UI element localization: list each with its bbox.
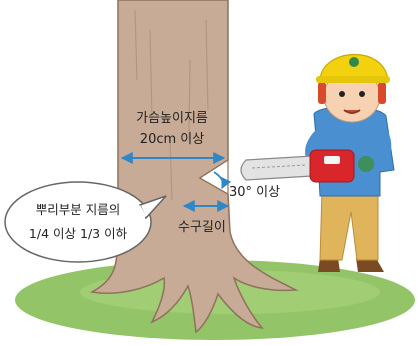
worker-figure — [240, 53, 395, 272]
chainsaw — [240, 149, 355, 183]
root-diameter-bubble: 뿌리부분 지름의 1/4 이상 1/3 이하 — [4, 181, 167, 263]
angle-arrow — [213, 171, 232, 189]
tree-trunk — [89, 0, 299, 334]
dbh-label-line1: 가슴높이지름 — [136, 111, 208, 126]
helmet — [319, 53, 389, 81]
root-label-line2: 1/4 이상 1/3 이하 — [29, 226, 128, 241]
dbh-label-line2: 20cm 이상 — [140, 132, 204, 147]
notch-depth-label: 수구길이 — [178, 220, 226, 235]
angle-label: 30° 이상 — [229, 185, 280, 200]
root-label-line1: 뿌리부분 지름의 — [36, 202, 120, 217]
